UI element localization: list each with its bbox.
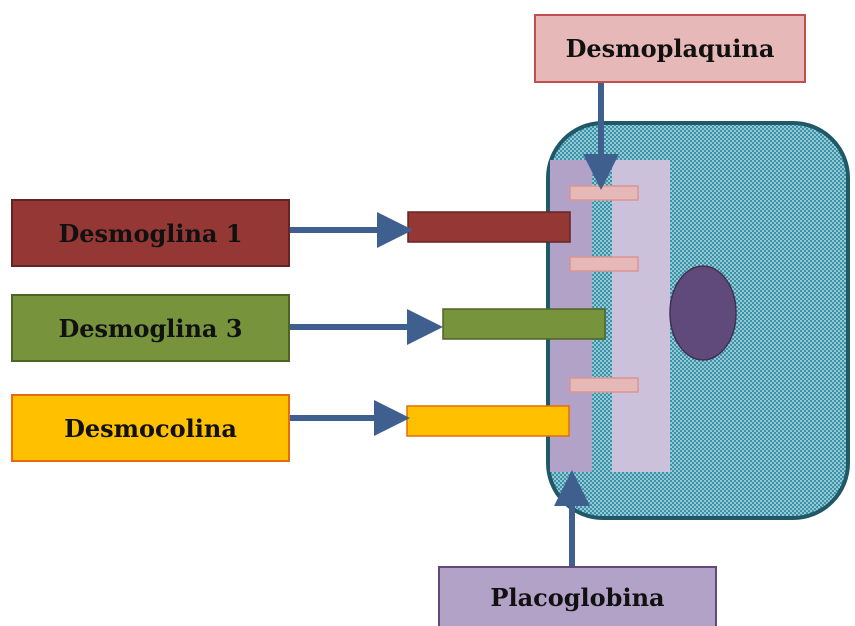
label-placoglobina: Placoglobina bbox=[438, 566, 717, 626]
label-desmoglina1-text: Desmoglina 1 bbox=[58, 219, 242, 248]
nucleus bbox=[670, 266, 736, 360]
label-desmoglina1: Desmoglina 1 bbox=[11, 199, 290, 267]
desmoplakin-bar bbox=[570, 257, 638, 271]
label-desmoplaquina-text: Desmoplaquina bbox=[566, 34, 775, 63]
desmoglina1-bar bbox=[408, 212, 570, 242]
desmocolina-bar bbox=[407, 406, 569, 436]
label-desmocolina: Desmocolina bbox=[11, 394, 290, 462]
label-desmocolina-text: Desmocolina bbox=[64, 414, 237, 443]
desmoplakin-bar bbox=[570, 378, 638, 392]
desmoplakin-plaque bbox=[612, 160, 670, 472]
desmoglina3-bar bbox=[443, 309, 605, 339]
label-desmoglina3: Desmoglina 3 bbox=[11, 294, 290, 362]
desmoplakin-bar bbox=[570, 186, 638, 200]
label-placoglobina-text: Placoglobina bbox=[490, 583, 664, 612]
label-desmoplaquina: Desmoplaquina bbox=[534, 14, 806, 83]
label-desmoglina3-text: Desmoglina 3 bbox=[58, 314, 242, 343]
